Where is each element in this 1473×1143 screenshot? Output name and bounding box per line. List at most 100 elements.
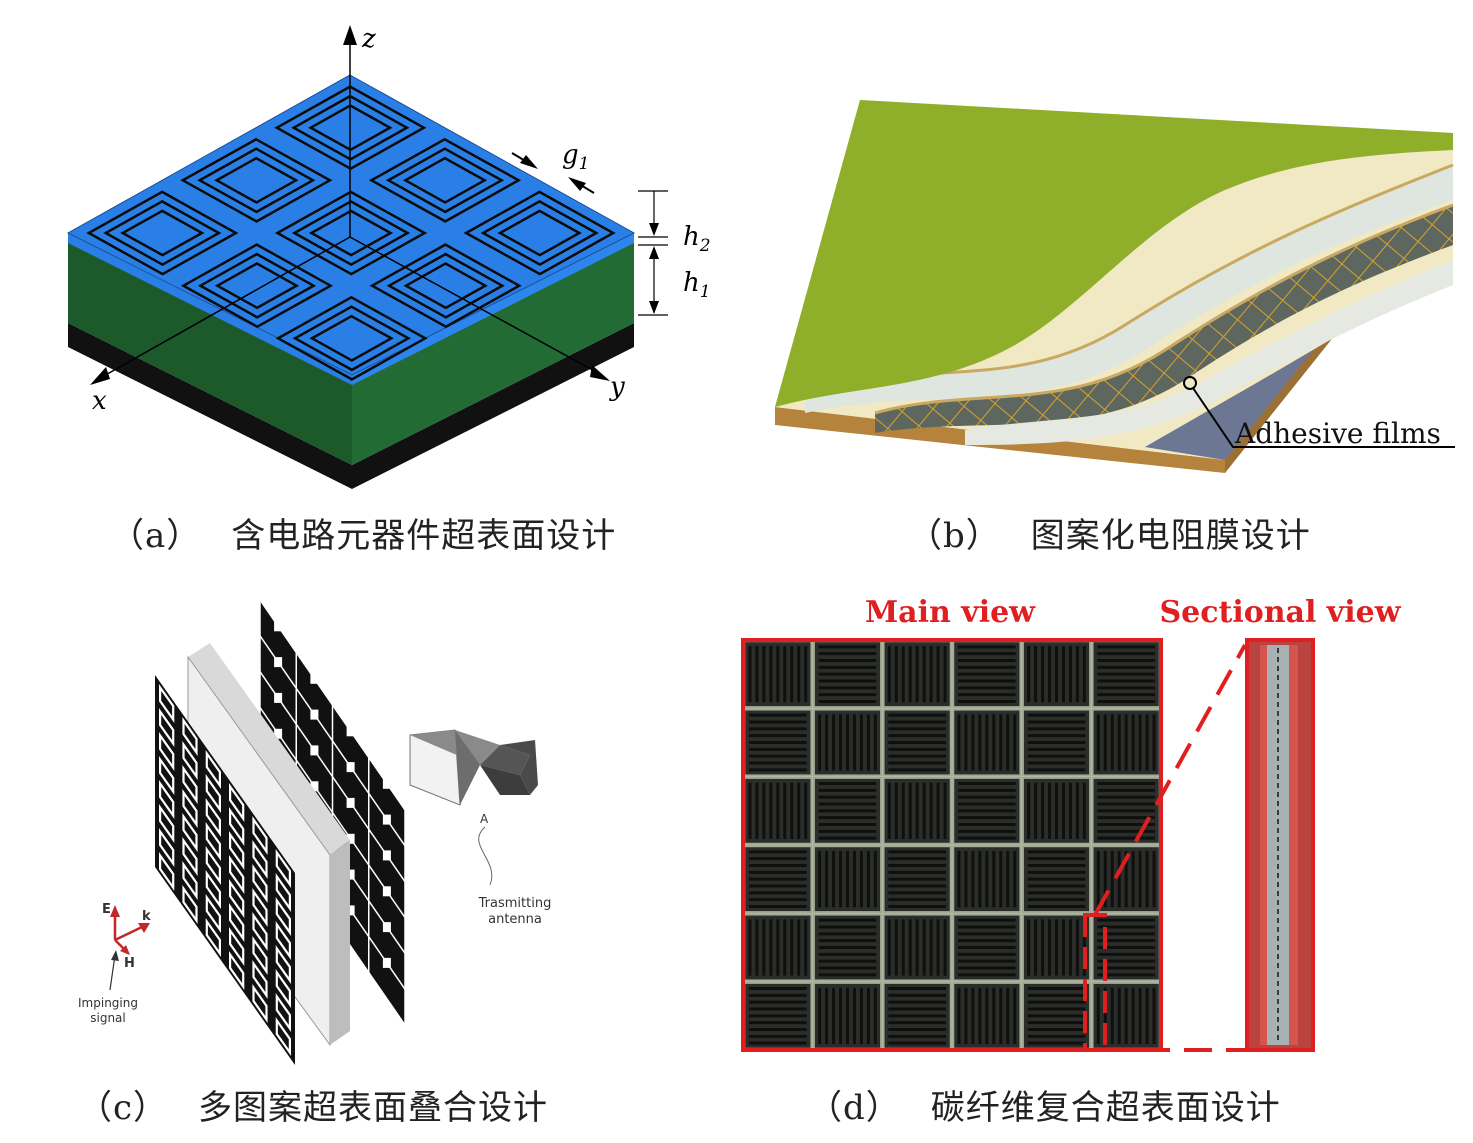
lumped-element bbox=[346, 869, 355, 880]
h2-label: h2 bbox=[683, 222, 711, 256]
ring-element bbox=[275, 969, 291, 1008]
ring-cell bbox=[368, 137, 522, 223]
ring-element bbox=[229, 831, 245, 870]
ring-cell bbox=[197, 252, 317, 319]
ring-element bbox=[158, 684, 175, 723]
lumped-element bbox=[346, 797, 355, 808]
caption-a-tag: （a） bbox=[110, 516, 202, 556]
ring-element bbox=[275, 897, 291, 936]
ring-element bbox=[182, 885, 198, 924]
ring-cell bbox=[275, 295, 428, 381]
g1-label: g1 bbox=[562, 140, 589, 174]
caption-b: （b）图案化电阻膜设计 bbox=[908, 508, 1311, 557]
ring-cell bbox=[274, 85, 427, 171]
lumped-element bbox=[382, 814, 391, 825]
ring-element bbox=[229, 855, 245, 894]
ring-cell bbox=[386, 252, 505, 319]
ring-element bbox=[205, 750, 221, 789]
ring-cell bbox=[292, 305, 411, 372]
fabric-weave bbox=[742, 639, 1162, 1051]
ring-cell bbox=[369, 243, 522, 329]
lumped-element bbox=[310, 745, 319, 756]
x-axis-label: x bbox=[92, 386, 107, 416]
ring-cell bbox=[497, 209, 582, 257]
ring-element bbox=[182, 717, 198, 756]
ring-element bbox=[252, 936, 268, 975]
lumped-element bbox=[274, 728, 283, 739]
ring-element bbox=[275, 921, 291, 960]
ring-cell bbox=[385, 147, 505, 214]
impinging-label-line2: signal bbox=[90, 1011, 126, 1025]
adhesive-films-label: Adhesive films bbox=[1234, 417, 1441, 450]
ring-element bbox=[182, 765, 198, 804]
ring-cell bbox=[480, 199, 599, 267]
lumped-element bbox=[382, 922, 391, 933]
ring-cell bbox=[308, 104, 393, 152]
resistive-film-layers: Adhesive films bbox=[775, 100, 1455, 473]
lumped-element bbox=[310, 673, 319, 684]
ring-element bbox=[252, 840, 268, 879]
ring-element bbox=[158, 852, 175, 891]
antenna-label-line1: Trasmitting bbox=[478, 896, 552, 911]
lumped-element bbox=[346, 726, 355, 737]
ring-element bbox=[158, 756, 175, 795]
ring-element bbox=[205, 918, 221, 957]
front-ring-layer bbox=[155, 675, 295, 1065]
ring-element bbox=[229, 951, 245, 990]
caption-d-text: 碳纤维复合超表面设计 bbox=[930, 1088, 1281, 1128]
ring-element bbox=[252, 888, 268, 927]
ring-element bbox=[252, 912, 268, 951]
ring-element bbox=[205, 870, 221, 909]
caption-b-tag: （b） bbox=[908, 516, 1001, 556]
ring-cell bbox=[86, 190, 239, 276]
horn-antenna bbox=[409, 729, 538, 806]
ring-cell bbox=[291, 94, 410, 161]
ring-element bbox=[275, 945, 291, 984]
y-axis-label: y bbox=[609, 372, 625, 402]
ring-element bbox=[275, 993, 291, 1032]
ring-element bbox=[158, 828, 175, 867]
ring-cell bbox=[214, 156, 299, 204]
antenna-mark: A bbox=[480, 812, 489, 826]
ring-element bbox=[182, 741, 198, 780]
ring-element bbox=[275, 1017, 291, 1056]
lumped-element bbox=[346, 833, 355, 844]
ring-element bbox=[158, 732, 175, 771]
lumped-element bbox=[346, 762, 355, 773]
field-vectors bbox=[110, 905, 150, 955]
ring-cell bbox=[180, 137, 333, 223]
z-axis-label: z bbox=[361, 24, 376, 54]
ring-element bbox=[275, 873, 291, 912]
panel-a: g1 h2 h1 z x y bbox=[40, 15, 720, 495]
caption-d: （d）碳纤维复合超表面设计 bbox=[808, 1080, 1281, 1129]
metasurface-block-diagram: g1 h2 h1 z x y bbox=[66, 24, 711, 489]
carbon-fiber-views: Main view Sectional view bbox=[741, 595, 1402, 1052]
grass-layer bbox=[775, 100, 1453, 407]
impinging-label-line1: Impinging bbox=[78, 996, 138, 1010]
y-axis bbox=[349, 236, 599, 374]
ring-cell bbox=[463, 190, 616, 276]
caption-a: （a）含电路元器件超表面设计 bbox=[110, 508, 616, 557]
ring-element bbox=[182, 837, 198, 876]
ring-element bbox=[182, 813, 198, 852]
ring-element bbox=[205, 894, 221, 933]
ring-cell bbox=[274, 190, 428, 276]
ring-cell bbox=[103, 199, 222, 267]
lumped-element bbox=[310, 709, 319, 720]
ring-element bbox=[205, 774, 221, 813]
ring-element bbox=[182, 861, 198, 900]
caption-c-tag: （c） bbox=[78, 1088, 169, 1128]
ring-element bbox=[229, 807, 245, 846]
lumped-element bbox=[382, 886, 391, 897]
x-axis bbox=[101, 236, 351, 378]
sectional-view-label: Sectional view bbox=[1159, 595, 1401, 630]
H-label: H bbox=[124, 956, 135, 971]
ring-cell bbox=[197, 147, 316, 214]
ring-element bbox=[182, 789, 198, 828]
ring-element bbox=[229, 903, 245, 942]
ring-cell bbox=[308, 209, 394, 257]
unit-cell-grid bbox=[86, 85, 616, 381]
ring-element bbox=[229, 879, 245, 918]
lumped-element bbox=[382, 778, 391, 789]
ring-cell bbox=[403, 262, 488, 310]
